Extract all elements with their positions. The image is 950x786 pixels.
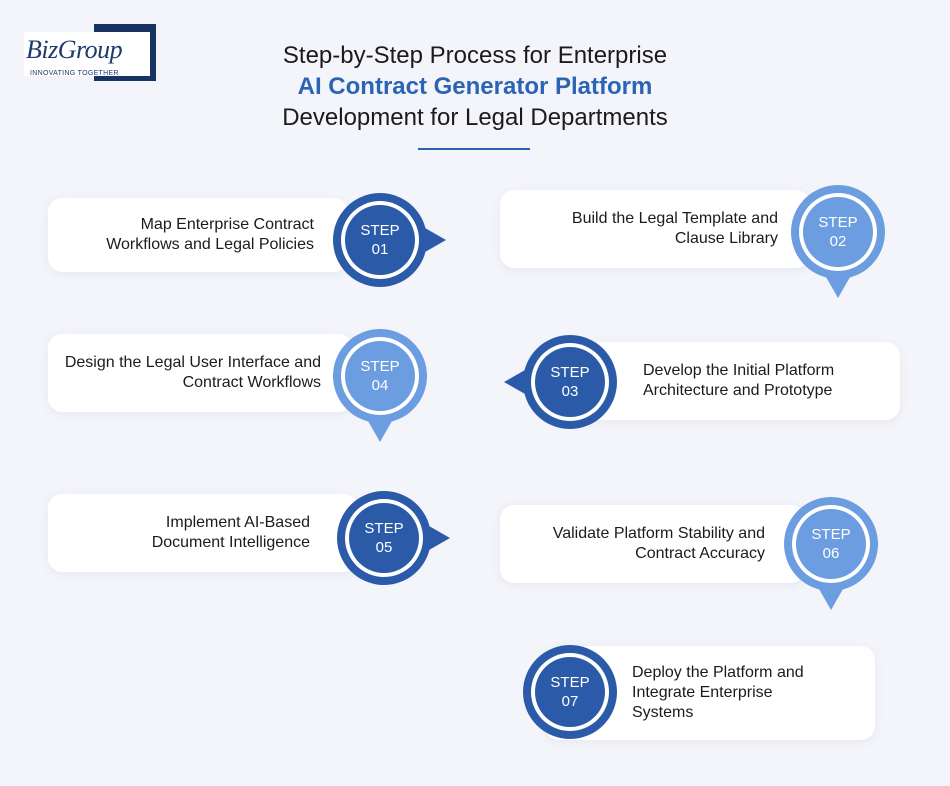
step-06-label: STEP bbox=[811, 526, 851, 543]
step-badge-graphic bbox=[337, 491, 450, 585]
badge-arrow-down bbox=[364, 414, 396, 442]
title-line-3: Development for Legal Departments bbox=[282, 104, 668, 131]
step-01-badge: STEP 01 bbox=[330, 190, 446, 290]
step-badge-graphic bbox=[523, 645, 617, 739]
step-07-label: STEP bbox=[550, 674, 590, 691]
step-badge-graphic bbox=[333, 329, 427, 442]
bizgroup-logo: BizGroup INNOVATING TOGETHER bbox=[24, 24, 159, 82]
step-badge-graphic bbox=[791, 185, 885, 298]
logo-tagline: INNOVATING TOGETHER bbox=[30, 70, 119, 77]
badge-arrow-right bbox=[418, 224, 446, 256]
step-01-number: 01 bbox=[371, 241, 389, 258]
step-04-label: STEP bbox=[360, 358, 400, 375]
step-05-badge: STEP 05 bbox=[334, 488, 450, 588]
badge-arrow-right bbox=[422, 522, 450, 554]
step-04-badge: STEP 04 bbox=[330, 326, 430, 442]
step-02-badge: STEP 02 bbox=[788, 182, 888, 298]
badge-inner-disc bbox=[535, 657, 605, 727]
logo-wordmark: BizGroup bbox=[26, 35, 123, 64]
step-06-text: Validate Platform Stability and Contract… bbox=[552, 525, 765, 562]
step-07-text: Deploy the Platform and Integrate Enterp… bbox=[632, 664, 804, 721]
badge-inner-disc bbox=[796, 509, 866, 579]
step-01-card: Map Enterprise Contract Workflows and Le… bbox=[48, 198, 348, 272]
step-04-card: Design the Legal User Interface and Cont… bbox=[48, 334, 353, 412]
title-line-2: AI Contract Generator Platform bbox=[297, 73, 653, 100]
step-01-label: STEP bbox=[360, 222, 400, 239]
step-04-number: 04 bbox=[371, 377, 389, 394]
badge-inner-disc bbox=[803, 197, 873, 267]
title-line-1: Step-by-Step Process for Enterprise bbox=[282, 42, 668, 69]
step-06-badge: STEP 06 bbox=[781, 494, 881, 610]
step-badge-graphic bbox=[333, 193, 446, 287]
step-03-badge: STEP 03 bbox=[504, 332, 620, 432]
page-title: Step-by-Step Process for Enterprise AI C… bbox=[0, 40, 950, 133]
step-05-number: 05 bbox=[375, 539, 393, 556]
step-02-number: 02 bbox=[829, 233, 847, 250]
step-05-label: STEP bbox=[364, 520, 404, 537]
step-07-number: 07 bbox=[561, 693, 579, 710]
step-05-text: Implement AI-Based Document Intelligence bbox=[151, 514, 310, 551]
badge-arrow-down bbox=[815, 582, 847, 610]
step-06-number: 06 bbox=[822, 545, 840, 562]
step-07-badge: STEP 07 bbox=[520, 642, 620, 742]
step-02-card: Build the Legal Template and Clause Libr… bbox=[500, 190, 810, 268]
logo-plate bbox=[24, 32, 150, 76]
step-05-card: Implement AI-Based Document Intelligence bbox=[48, 494, 358, 572]
step-badge-graphic bbox=[784, 497, 878, 610]
step-03-label: STEP bbox=[550, 364, 590, 381]
step-02-label: STEP bbox=[818, 214, 858, 231]
badge-inner-disc bbox=[345, 341, 415, 411]
badge-inner-disc bbox=[349, 503, 419, 573]
badge-arrow-left bbox=[504, 366, 532, 398]
step-badge-graphic bbox=[504, 335, 617, 429]
step-06-card: Validate Platform Stability and Contract… bbox=[500, 505, 805, 583]
step-02-text: Build the Legal Template and Clause Libr… bbox=[571, 210, 778, 247]
step-03-number: 03 bbox=[561, 383, 579, 400]
step-01-text: Map Enterprise Contract Workflows and Le… bbox=[106, 216, 314, 253]
badge-inner-disc bbox=[345, 205, 415, 275]
badge-inner-disc bbox=[535, 347, 605, 417]
badge-arrow-down bbox=[822, 270, 854, 298]
step-03-text: Develop the Initial Platform Architectur… bbox=[643, 362, 835, 399]
step-04-text: Design the Legal User Interface and Cont… bbox=[64, 354, 321, 391]
title-underline bbox=[418, 148, 530, 150]
